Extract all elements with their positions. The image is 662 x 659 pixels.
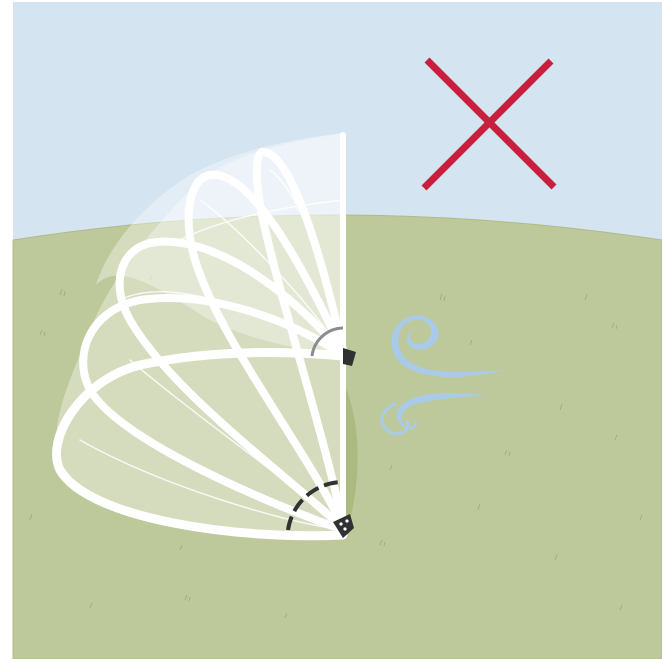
hub-bolt [343, 527, 346, 530]
hub-bolt [345, 519, 348, 522]
hub-bolt [339, 522, 342, 525]
